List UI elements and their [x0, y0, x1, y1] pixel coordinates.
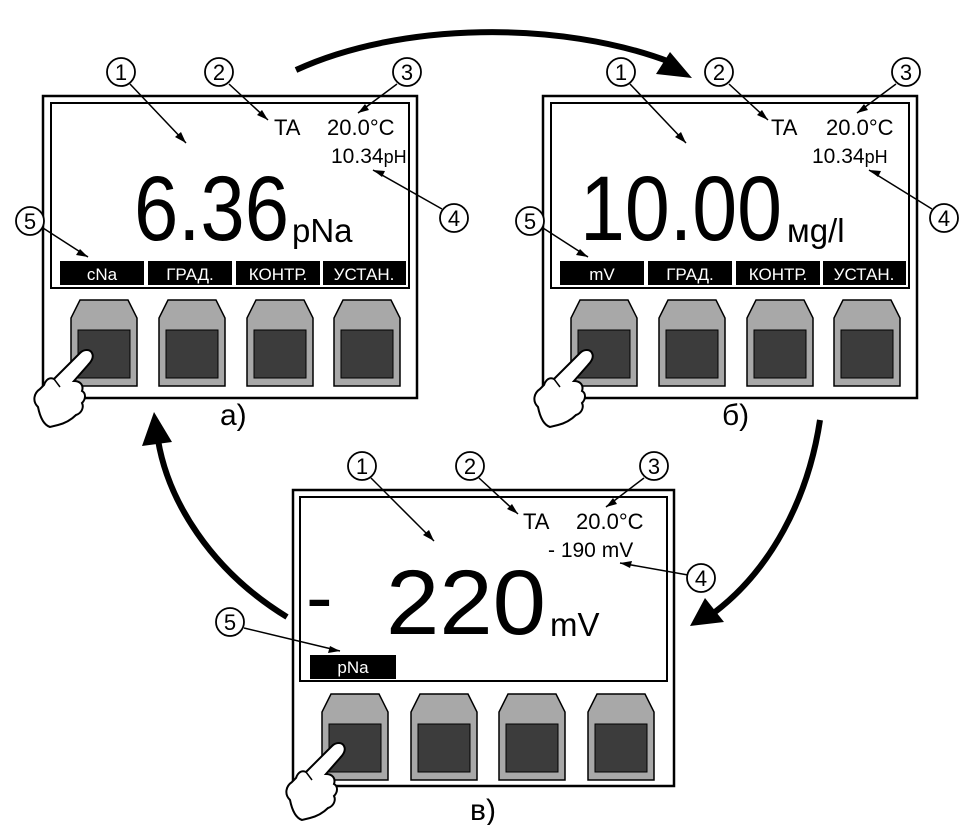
arrow-a-to-b: [294, 29, 672, 73]
hardware-key-4[interactable]: [333, 299, 401, 387]
main-readout: 10.00: [580, 158, 782, 260]
svg-text:3: 3: [648, 454, 660, 479]
callout-2: 2: [704, 57, 769, 121]
softkey-label: pNa: [337, 658, 369, 677]
softkey-label-bg: [148, 261, 232, 285]
softkey-label-bg: [648, 261, 732, 285]
arrow-v-to-a: [155, 439, 289, 620]
softkey-label-bg: [823, 261, 906, 285]
arrow-b-to-v: [713, 419, 823, 615]
finger-pointer-icon: [285, 742, 346, 822]
main-readout: 6.36: [134, 158, 289, 260]
svg-text:4: 4: [448, 206, 460, 231]
callout-4: 4: [372, 169, 469, 233]
callout-1: 1: [606, 57, 687, 144]
panel-b: TA 20.0°C 10.34pH 10.00 мg/l mV ГРАД. КО…: [515, 57, 959, 432]
panel-v: TA 20.0°C - 190 mV - 220 mV pNa в): [215, 451, 716, 825]
finger-pointer-icon: [533, 349, 594, 429]
svg-text:1: 1: [115, 60, 127, 85]
callout-3: 3: [605, 451, 669, 508]
callout-3: 3: [357, 57, 422, 114]
temperature-readout: 20.0°C: [327, 115, 395, 140]
softkey-label: cNa: [87, 265, 118, 284]
callout-1: 1: [347, 451, 435, 542]
secondary-readout: 10.34pH: [812, 145, 888, 168]
display-screen: [299, 496, 668, 682]
softkey-label-bg: [236, 261, 320, 285]
hardware-key-3[interactable]: [246, 299, 314, 387]
svg-text:3: 3: [401, 60, 413, 85]
secondary-readout: - 190 mV: [548, 539, 633, 562]
softkey-label: УСТАН.: [834, 265, 895, 284]
hardware-key-3[interactable]: [746, 299, 814, 387]
svg-text:3: 3: [900, 60, 912, 85]
svg-text:2: 2: [713, 60, 725, 85]
svg-text:2: 2: [213, 60, 225, 85]
svg-text:1: 1: [356, 454, 368, 479]
panel-a: TA 20.0°C 10.34pH 6.36 pNa cNa ГРАД. КОН…: [15, 57, 469, 432]
softkey-label: mV: [589, 265, 615, 284]
arrow-b-to-v-head: [690, 598, 724, 626]
hardware-key-2[interactable]: [158, 299, 226, 387]
svg-text:5: 5: [224, 610, 236, 635]
softkey-label: КОНТР.: [249, 265, 307, 284]
callout-3: 3: [856, 57, 921, 114]
svg-text:5: 5: [524, 209, 536, 234]
svg-text:1: 1: [615, 60, 627, 85]
main-unit: mV: [550, 606, 600, 643]
callout-2: 2: [455, 451, 519, 515]
callout-5: 5: [515, 206, 589, 258]
callout-5: 5: [215, 607, 341, 653]
hardware-key-2[interactable]: [658, 299, 726, 387]
svg-text:2: 2: [464, 454, 476, 479]
callout-5: 5: [15, 206, 89, 258]
softkey-label-bg: [323, 261, 406, 285]
ta-label: TA: [771, 115, 798, 140]
callout-4: 4: [868, 169, 959, 233]
arrow-v-to-a-head: [142, 412, 172, 446]
callout-4: 4: [619, 561, 716, 593]
arrow-a-to-b-head: [656, 52, 692, 78]
panel-caption: в): [470, 794, 496, 825]
svg-text:4: 4: [695, 566, 707, 591]
ta-label: TA: [523, 509, 550, 534]
softkey-label: КОНТР.: [749, 265, 807, 284]
softkey-label-bg: [310, 655, 396, 679]
softkey-label-bg: [560, 261, 644, 285]
temperature-readout: 20.0°C: [576, 509, 644, 534]
cycle-arrow-icon: [142, 29, 823, 626]
display-screen: [50, 102, 410, 289]
secondary-readout: 10.34pH: [331, 145, 407, 168]
callout-2: 2: [204, 57, 269, 121]
svg-text:5: 5: [24, 209, 36, 234]
hardware-key-2[interactable]: [410, 693, 478, 781]
panel-caption: а): [220, 399, 247, 432]
panel-caption: б): [722, 399, 749, 432]
hardware-key-4[interactable]: [587, 693, 655, 781]
softkey-label: ГРАД.: [666, 265, 714, 284]
softkey-label-bg: [736, 261, 820, 285]
softkey-label-bg: [60, 261, 144, 285]
softkey-label: УСТАН.: [334, 265, 395, 284]
hardware-key-4[interactable]: [833, 299, 901, 387]
ta-label: TA: [274, 115, 301, 140]
main-unit: pNa: [292, 212, 353, 249]
finger-pointer-icon: [33, 349, 94, 429]
callout-1: 1: [106, 57, 187, 144]
main-readout: 220: [386, 552, 546, 654]
temperature-readout: 20.0°C: [826, 115, 894, 140]
main-unit: мg/l: [787, 212, 845, 249]
display-screen: [550, 102, 910, 289]
svg-text:4: 4: [938, 206, 950, 231]
main-sign: -: [306, 552, 333, 641]
hardware-key-3[interactable]: [498, 693, 566, 781]
softkey-label: ГРАД.: [166, 265, 214, 284]
